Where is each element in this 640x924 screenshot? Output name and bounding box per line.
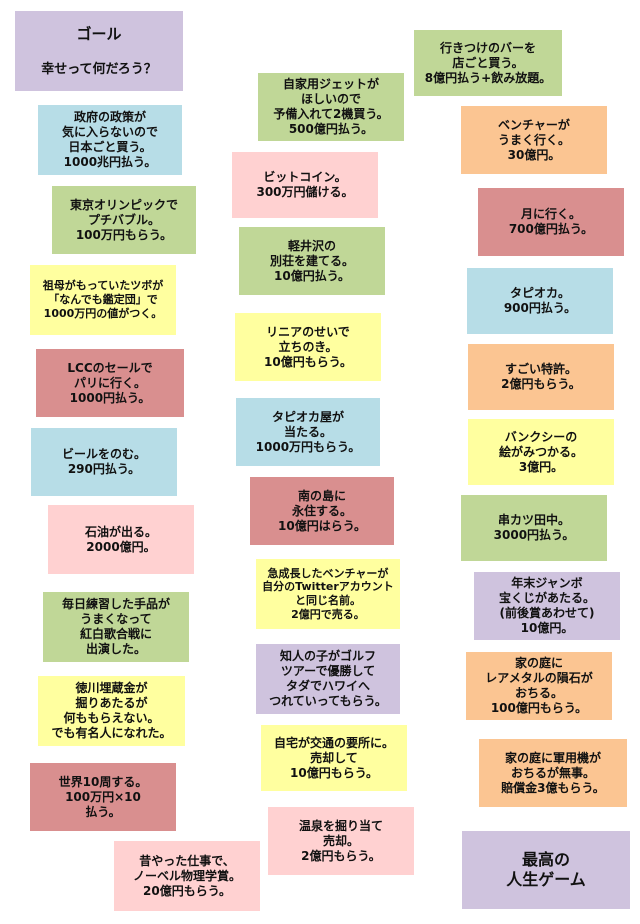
square-private-jets: 自家用ジェットが ほしいので 予備入れて2機買う。 500億円払う。 — [258, 73, 404, 141]
square-lottery: 年末ジャンボ 宝くじがあたる。 (前後賞あわせて) 10億円。 — [474, 572, 620, 640]
square-southern-island: 南の島に 永住する。 10億円はらう。 — [250, 477, 394, 545]
square-buy-bar: 行きつけのバーを 店ごと買う。 8億円払う+飲み放題。 — [414, 30, 562, 96]
square-tokugawa-treasure: 徳川埋蔵金が 掘りあたるが 何ももらえない。 でも有名人になれた。 — [38, 676, 185, 746]
square-kushikatsu: 串カツ田中。 3000円払う。 — [461, 495, 607, 561]
square-tapioca-shop: タピオカ屋が 当たる。 1000万円もらう。 — [236, 398, 380, 466]
square-venture-success: ベンチャーが うまく行く。 30億円。 — [461, 106, 607, 174]
square-world-trip: 世界10周する。 100万円×10 払う。 — [30, 763, 176, 831]
square-home-sold: 自宅が交通の要所に。 売却して 10億円もらう。 — [261, 725, 407, 791]
square-bitcoin: ビットコイン。 300万円儲ける。 — [232, 152, 378, 218]
square-karuizawa-villa: 軽井沢の 別荘を建てる。 10億円払う。 — [239, 227, 385, 295]
square-lcc-paris: LCCのセールで パリに行く。 1000円払う。 — [36, 349, 184, 417]
square-hot-spring: 温泉を掘り当て 売却。 2億円もらう。 — [268, 807, 414, 875]
square-olympic-bubble: 東京オリンピックで プチバブル。 100万円もらう。 — [52, 186, 196, 254]
square-military-plane: 家の庭に軍用機が おちるが無事。 賠償金3億もらう。 — [479, 739, 627, 807]
square-oil-found: 石油が出る。 2000億円。 — [48, 505, 194, 574]
square-linear-eviction: リニアのせいで 立ちのき。 10億円もらう。 — [235, 313, 381, 381]
square-buy-japan: 政府の政策が 気に入らないので 日本ごと買う。 1000兆円払う。 — [38, 105, 182, 175]
square-appraisal-pot: 祖母がもっていたツボが 「なんでも鑑定団」で 1000万円の値がつく。 — [30, 265, 176, 335]
square-rare-metal: 家の庭に レアメタルの隕石が おちる。 100億円もらう。 — [466, 652, 612, 720]
square-drink-beer: ビールをのむ。 290円払う。 — [31, 428, 177, 496]
finish-card: 最高の 人生ゲーム — [462, 831, 630, 909]
square-banksy: バンクシーの 絵がみつかる。 3億円。 — [468, 419, 614, 485]
square-twitter-account: 急成長したベンチャーが 自分のTwitterアカウント と同じ名前。 2億円で売… — [256, 559, 400, 629]
square-golf-hawaii: 知人の子がゴルフ ツアーで優勝して タダでハワイへ つれていってもらう。 — [256, 644, 400, 714]
square-tapioca: タピオカ。 900円払う。 — [467, 268, 613, 334]
goal-subtitle: 幸せって何だろう？ — [41, 61, 157, 77]
goal-card: ゴール 幸せって何だろう？ — [15, 11, 183, 91]
goal-title: ゴール — [76, 25, 122, 43]
square-great-patent: すごい特許。 2億円もらう。 — [468, 344, 614, 410]
square-nobel-prize: 昔やった仕事で、 ノーベル物理学賞。 20億円もらう。 — [114, 841, 260, 911]
square-magic-show: 毎日練習した手品が うまくなって 紅白歌合戦に 出演した。 — [43, 592, 189, 662]
square-moon-trip: 月に行く。 700億円払う。 — [478, 188, 624, 256]
